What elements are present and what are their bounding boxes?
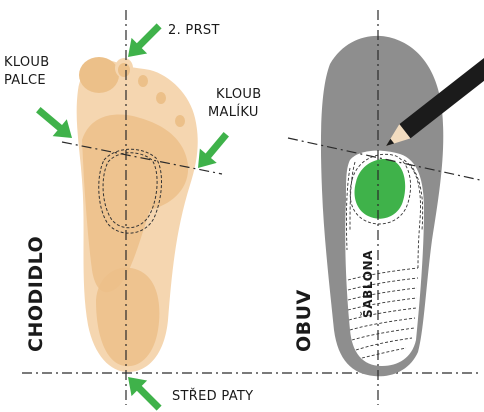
sole-label: CHODIDLO: [25, 236, 47, 352]
arrow-icon: [120, 18, 167, 65]
big-toe-joint-label-line2: PALCE: [4, 73, 46, 88]
little-toe-joint-label-line2: MALÍKU: [208, 104, 259, 120]
little-toe-pad: [175, 115, 185, 127]
arrow-icon: [31, 101, 79, 146]
big-toe-joint-label-line1: KLOUB: [4, 55, 49, 70]
shoe-label: OBUV: [293, 289, 315, 352]
second-toe-pad: [118, 63, 130, 77]
shoe: [321, 36, 443, 376]
arrow-icon: [120, 369, 167, 412]
foot-sole: [77, 57, 198, 372]
big-toe: [79, 57, 119, 93]
heel-center-label: STŘED PATY: [172, 388, 253, 404]
fourth-toe-pad: [156, 92, 166, 104]
second-toe-label: 2. PRST: [168, 23, 220, 38]
template-label: ŠABLONA: [360, 250, 375, 318]
little-toe-joint-label-line1: KLOUB: [216, 87, 261, 102]
third-toe-pad: [138, 75, 148, 87]
